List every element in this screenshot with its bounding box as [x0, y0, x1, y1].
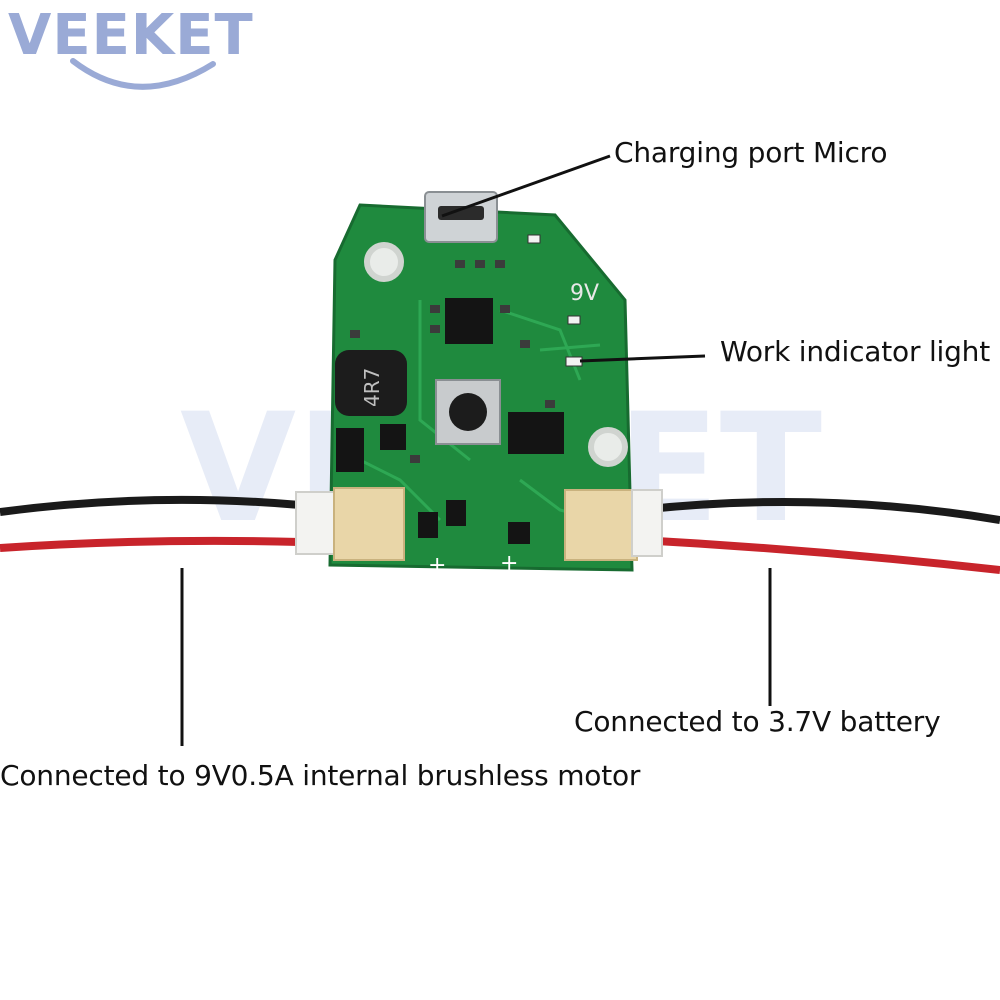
led-d3 — [567, 315, 581, 325]
transistor-left — [380, 424, 406, 450]
mounting-hole-top — [364, 242, 404, 282]
transistor-bottom-right — [508, 522, 530, 544]
smd-components — [350, 260, 555, 463]
mounting-hole-right — [588, 427, 628, 467]
brand-logo: VEEKET — [8, 8, 254, 90]
left-connector — [333, 487, 405, 561]
transistor-bottom-mid — [446, 500, 466, 526]
plus-mark-left: + — [428, 553, 446, 578]
right-black-wire — [639, 498, 1000, 524]
callout-battery: Connected to 3.7V battery — [574, 705, 941, 738]
left-connector-housing — [295, 491, 337, 555]
ic-chip-top — [445, 298, 493, 344]
leader-indicator — [579, 354, 706, 363]
diode-left — [336, 428, 364, 472]
right-connector-housing — [631, 489, 663, 557]
right-connector — [564, 489, 638, 561]
left-black-wire — [0, 495, 301, 516]
voltage-mark: 9V — [570, 281, 599, 306]
right-red-wire — [639, 536, 1000, 574]
callout-motor: Connected to 9V0.5A internal brushless m… — [0, 759, 641, 792]
left-red-wire — [0, 536, 301, 552]
switch-button — [449, 393, 487, 431]
logo-swoosh-icon — [70, 58, 216, 90]
plus-mark-right: + — [500, 551, 518, 576]
transistor-bottom-left — [418, 512, 438, 538]
work-indicator-led — [565, 356, 583, 367]
leader-charging-port — [441, 154, 611, 218]
callout-charging-port: Charging port Micro — [614, 136, 888, 169]
inductor — [335, 350, 407, 416]
micro-usb-opening — [438, 206, 484, 220]
callout-indicator: Work indicator light — [720, 335, 991, 368]
ic-chip-right — [508, 412, 564, 454]
inductor-mark: 4R7 — [360, 368, 384, 407]
brand-logo-text: VEEKET — [8, 3, 254, 68]
led-d7 — [527, 234, 541, 244]
